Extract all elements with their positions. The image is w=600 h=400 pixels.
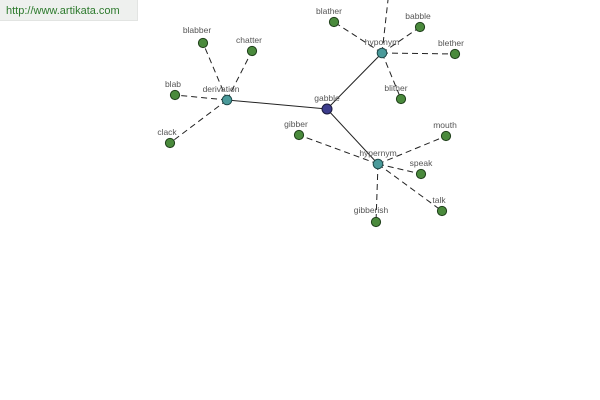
graph-nodes [164, 16, 461, 228]
node-speak[interactable] [415, 168, 427, 180]
edge-derivation-clack [169, 99, 228, 144]
node-hypernym[interactable] [372, 158, 384, 170]
node-blabber[interactable] [197, 37, 209, 49]
node-blab[interactable] [169, 89, 181, 101]
node-talk[interactable] [436, 205, 448, 217]
node-gabble[interactable] [321, 103, 333, 115]
edge-gabble-hypernym [326, 108, 379, 165]
edge-hypernym-talk [377, 163, 443, 212]
edge-gabble-hyponym [326, 52, 383, 110]
node-label-gibberish[interactable]: gibberish [354, 205, 389, 215]
source-url-box: http://www.artikata.com [0, 0, 138, 21]
graph-labels: blather babble blether blither hyponym blabbe… [157, 6, 464, 215]
node-blither[interactable] [395, 93, 407, 105]
node-label-babble[interactable]: babble [405, 11, 431, 21]
node-label-speak[interactable]: speak [410, 158, 433, 168]
node-derivation[interactable] [221, 94, 233, 106]
node-label-blether[interactable]: blether [438, 38, 464, 48]
edge-hyponym-blither [381, 52, 402, 100]
node-gibberish[interactable] [370, 216, 382, 228]
node-label-blab[interactable]: blab [165, 79, 181, 89]
node-label-hyponym[interactable]: hyponym [365, 37, 400, 47]
node-mouth[interactable] [440, 130, 452, 142]
node-gibber[interactable] [293, 129, 305, 141]
node-label-blither[interactable]: blither [384, 83, 407, 93]
node-label-mouth[interactable]: mouth [433, 120, 457, 130]
edge-hypernym-gibber [298, 134, 379, 165]
node-blether[interactable] [449, 48, 461, 60]
edge-hyponym-offscreen [381, 0, 389, 54]
edge-hyponym-babble [381, 26, 421, 54]
edge-hypernym-mouth [377, 135, 447, 165]
edge-hypernym-speak [377, 163, 422, 175]
node-label-hypernym[interactable]: hypernym [359, 148, 396, 158]
node-label-clack[interactable]: clack [157, 127, 177, 137]
node-label-chatter[interactable]: chatter [236, 35, 262, 45]
node-label-gibber[interactable]: gibber [284, 119, 308, 129]
node-label-gabble[interactable]: gabble [314, 93, 340, 103]
edge-hyponym-blether [381, 52, 456, 55]
graph-edges [169, 0, 456, 223]
edge-derivation-chatter [226, 50, 253, 101]
node-label-blather[interactable]: blather [316, 6, 342, 16]
node-label-derivation[interactable]: derivation [203, 84, 240, 94]
node-babble[interactable] [414, 21, 426, 33]
node-clack[interactable] [164, 137, 176, 149]
source-url-link[interactable]: http://www.artikata.com [6, 5, 120, 17]
node-label-talk[interactable]: talk [432, 195, 446, 205]
edge-derivation-blab [174, 94, 228, 101]
edge-derivation-blabber [202, 42, 228, 101]
node-blather[interactable] [328, 16, 340, 28]
node-label-blabber[interactable]: blabber [183, 25, 212, 35]
node-chatter[interactable] [246, 45, 258, 57]
edge-gabble-derivation [226, 99, 328, 110]
node-hyponym[interactable] [376, 47, 388, 59]
